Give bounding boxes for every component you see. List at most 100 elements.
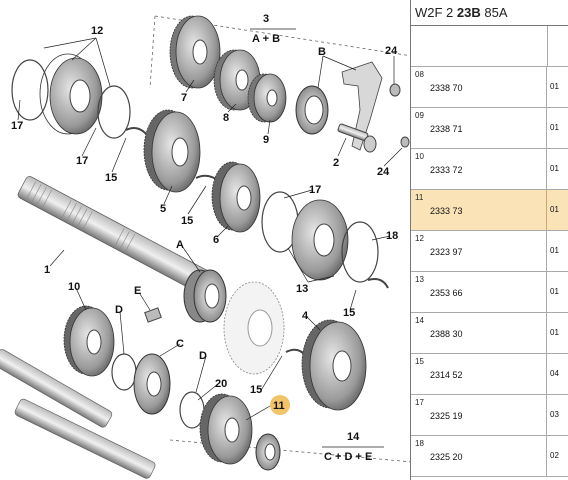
callout-11-highlight bbox=[270, 395, 290, 415]
callout-C: C bbox=[176, 338, 184, 350]
row-number: 15 bbox=[415, 357, 424, 366]
gear-11 bbox=[199, 393, 253, 465]
part-number-text: 2338 70 bbox=[430, 83, 463, 93]
exploded-gearbox-diagram: 12 17 17 15 7 8 9 3 A + B B 24 2 24 5 15… bbox=[0, 13, 410, 479]
part-number: 2353 66 bbox=[411, 272, 547, 312]
diagram-svg: 12 17 17 15 7 8 9 3 A + B B 24 2 24 5 15… bbox=[0, 13, 410, 479]
reference-prefix: W2F 2 bbox=[415, 5, 457, 20]
quantity: 01 bbox=[550, 123, 559, 132]
quantity: 01 bbox=[550, 205, 559, 214]
bearing-B bbox=[295, 85, 329, 135]
synchronizer-12 bbox=[11, 53, 149, 139]
row-number: 17 bbox=[415, 398, 424, 407]
table-row[interactable]: 18 2325 20 02 bbox=[411, 436, 568, 477]
part-number: 2338 71 bbox=[411, 108, 547, 148]
callout-15a: 15 bbox=[105, 172, 117, 184]
row-number: 18 bbox=[415, 439, 424, 448]
group-box-lower bbox=[169, 439, 410, 463]
reference-title: W2F 2 23B 85A bbox=[411, 0, 568, 26]
bolt-2 bbox=[337, 123, 377, 153]
quantity: 01 bbox=[550, 246, 559, 255]
row-number: 09 bbox=[415, 111, 424, 120]
main-shaft bbox=[17, 176, 213, 294]
callout-12: 12 bbox=[91, 25, 103, 37]
quantity: 02 bbox=[550, 451, 559, 460]
callout-17b: 17 bbox=[76, 155, 88, 167]
table-row[interactable]: 08 2338 70 01 bbox=[411, 67, 568, 108]
callout-3: 3 bbox=[263, 13, 269, 25]
part-number-text: 2325 20 bbox=[430, 452, 463, 462]
callout-2: 2 bbox=[333, 157, 339, 169]
callout-13: 13 bbox=[296, 283, 308, 295]
gear-9 bbox=[247, 73, 287, 123]
quantity: 01 bbox=[550, 328, 559, 337]
callout-D2: D bbox=[199, 350, 207, 362]
callout-14-sub: C + D + E bbox=[324, 451, 372, 463]
callout-E: E bbox=[134, 285, 141, 297]
callout-4: 4 bbox=[302, 310, 309, 322]
part-number: 2333 73 bbox=[411, 190, 547, 230]
row-number: 14 bbox=[415, 316, 424, 325]
gear-10 bbox=[63, 305, 115, 377]
callout-11: 11 bbox=[273, 400, 285, 412]
part-number: 2333 72 bbox=[411, 149, 547, 189]
callout-15b: 15 bbox=[181, 215, 193, 227]
part-number: 2388 30 bbox=[411, 313, 547, 353]
quantity: 04 bbox=[550, 369, 559, 378]
part-number: 2325 19 bbox=[411, 395, 547, 435]
row-number: 08 bbox=[415, 70, 424, 79]
callout-24b: 24 bbox=[377, 166, 390, 178]
quantity: 01 bbox=[550, 82, 559, 91]
part-number-text: 2353 66 bbox=[430, 288, 463, 298]
callout-8: 8 bbox=[223, 112, 229, 124]
lower-shaft bbox=[14, 398, 156, 479]
part-number-text: 2388 30 bbox=[430, 329, 463, 339]
callout-15c: 15 bbox=[343, 307, 355, 319]
callout-B: B bbox=[318, 46, 326, 58]
reference-suffix: 85A bbox=[480, 5, 508, 20]
gear-13-outline bbox=[223, 281, 307, 375]
fork-24 bbox=[341, 61, 410, 151]
callout-9: 9 bbox=[263, 134, 269, 146]
part-number-text: 2323 97 bbox=[430, 247, 463, 257]
part-E bbox=[144, 307, 162, 323]
table-row[interactable]: 17 2325 19 03 bbox=[411, 395, 568, 436]
gear-4 bbox=[301, 319, 367, 411]
callout-5: 5 bbox=[160, 203, 166, 215]
callout-7: 7 bbox=[181, 92, 187, 104]
callout-14: 14 bbox=[347, 431, 360, 443]
table-header bbox=[411, 26, 568, 67]
table-row[interactable]: 11 2333 73 01 bbox=[411, 190, 568, 231]
callout-6: 6 bbox=[213, 234, 219, 246]
callout-D1: D bbox=[115, 304, 123, 316]
synchronizer-13 bbox=[261, 191, 389, 289]
leader-lines bbox=[17, 37, 403, 421]
part-number: 2338 70 bbox=[411, 67, 547, 107]
callout-18: 18 bbox=[386, 230, 398, 242]
table-row[interactable]: 12 2323 97 01 bbox=[411, 231, 568, 272]
quantity: 01 bbox=[550, 287, 559, 296]
part-number-text: 2325 19 bbox=[430, 411, 463, 421]
bearing-A bbox=[183, 269, 227, 323]
part-number: 2325 20 bbox=[411, 436, 547, 476]
callout-17a: 17 bbox=[11, 120, 23, 132]
quantity: 03 bbox=[550, 410, 559, 419]
gear-5 bbox=[143, 109, 221, 193]
row-number: 12 bbox=[415, 234, 424, 243]
reference-bold: 23B bbox=[456, 5, 481, 20]
table-row[interactable]: 09 2338 71 01 bbox=[411, 108, 568, 149]
table-row[interactable]: 14 2388 30 01 bbox=[411, 313, 568, 354]
callout-20: 20 bbox=[215, 378, 227, 390]
row-number: 11 bbox=[415, 193, 424, 202]
part-number-text: 2333 73 bbox=[430, 206, 463, 216]
callout-15d: 15 bbox=[250, 384, 262, 396]
part-number-text: 2314 52 bbox=[430, 370, 463, 380]
part-number-text: 2338 71 bbox=[430, 124, 463, 134]
table-row[interactable]: 15 2314 52 04 bbox=[411, 354, 568, 395]
part-number: 2323 97 bbox=[411, 231, 547, 271]
bearing-lower bbox=[255, 433, 281, 471]
callout-1: 1 bbox=[44, 264, 50, 276]
